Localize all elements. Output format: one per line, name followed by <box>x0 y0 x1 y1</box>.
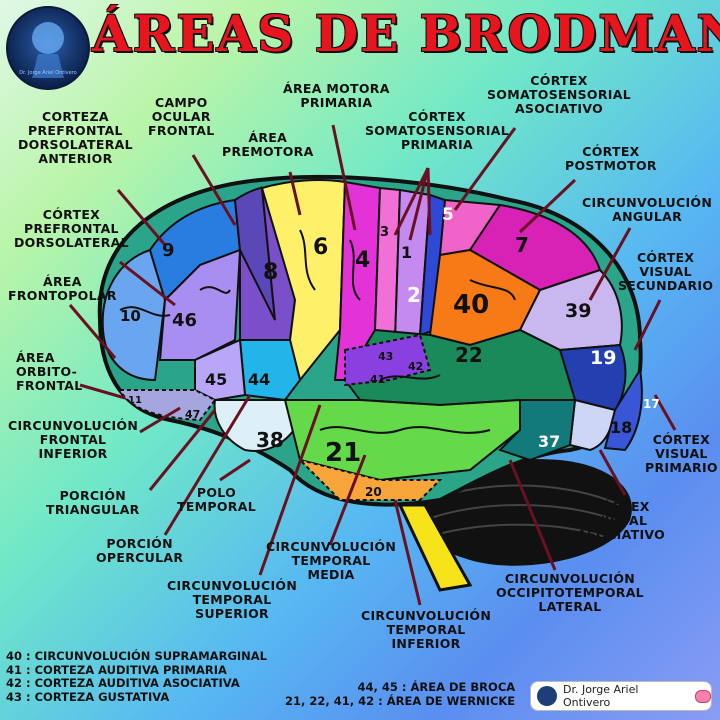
legend-left: 40 : CIRCUNVOLUCIÓN SUPRAMARGINAL 41 : C… <box>6 649 268 704</box>
area-number: 46 <box>172 310 198 331</box>
area-number: 5 <box>442 205 454 225</box>
area-number: 41 <box>370 373 386 386</box>
brain-icon <box>695 689 711 703</box>
area-number: 1 <box>401 243 413 262</box>
page-title: ÁREAS DE BRODMANN <box>92 4 720 63</box>
area-number: 21 <box>325 438 362 468</box>
area-number: 37 <box>538 432 561 451</box>
brain-head-icon <box>32 22 64 78</box>
logo-text: Dr. Jorge Ariel Ontivero <box>19 70 77 76</box>
area-number: 22 <box>455 343 483 367</box>
area-number: 11 <box>128 395 142 406</box>
area-number: 42 <box>408 360 424 373</box>
area-number: 40 <box>453 290 490 320</box>
legend-item: 43 : CORTEZA GUSTATIVA <box>6 689 170 704</box>
area-number: 3 <box>380 225 390 240</box>
area-number: 18 <box>610 418 633 437</box>
legend-item: 42 : CORTEZA AUDITIVA ASOCIATIVA <box>6 676 240 690</box>
author-name: Dr. Jorge Ariel Ontivero <box>562 683 639 709</box>
logo: Dr. Jorge Ariel Ontivero <box>6 6 90 90</box>
author-credit[interactable]: Dr. Jorge Ariel Ontivero <box>530 681 712 711</box>
area-number: 20 <box>365 485 382 499</box>
area-number: 8 <box>263 260 279 285</box>
leader-lines <box>68 124 677 606</box>
area-number: 19 <box>590 347 617 369</box>
legend-item: 41 : CORTEZA AUDITIVA PRIMARIA <box>6 662 227 677</box>
area-number: 38 <box>256 428 284 452</box>
area-number: 43 <box>378 350 394 363</box>
area-number: 10 <box>120 307 141 325</box>
area-number: 39 <box>565 300 592 322</box>
legend-right: 44, 45 : ÁREA DE BROCA 21, 22, 41, 42 : … <box>285 680 516 708</box>
avatar-brain-icon <box>537 686 557 706</box>
legend-item: 21, 22, 41, 42 : ÁREA DE WERNICKE <box>285 693 516 708</box>
legend-item: 40 : CIRCUNVOLUCIÓN SUPRAMARGINAL <box>6 649 268 663</box>
area-number: 2 <box>407 283 421 307</box>
area-number: 17 <box>643 397 660 411</box>
legend-item: 44, 45 : ÁREA DE BROCA <box>357 680 516 694</box>
area-number: 47 <box>185 408 201 421</box>
area-number: 4 <box>355 248 371 273</box>
area-number: 44 <box>248 370 271 389</box>
area-number: 45 <box>205 370 228 389</box>
area-number: 9 <box>162 240 175 261</box>
area-number: 7 <box>515 233 529 257</box>
area-number: 6 <box>313 235 329 260</box>
